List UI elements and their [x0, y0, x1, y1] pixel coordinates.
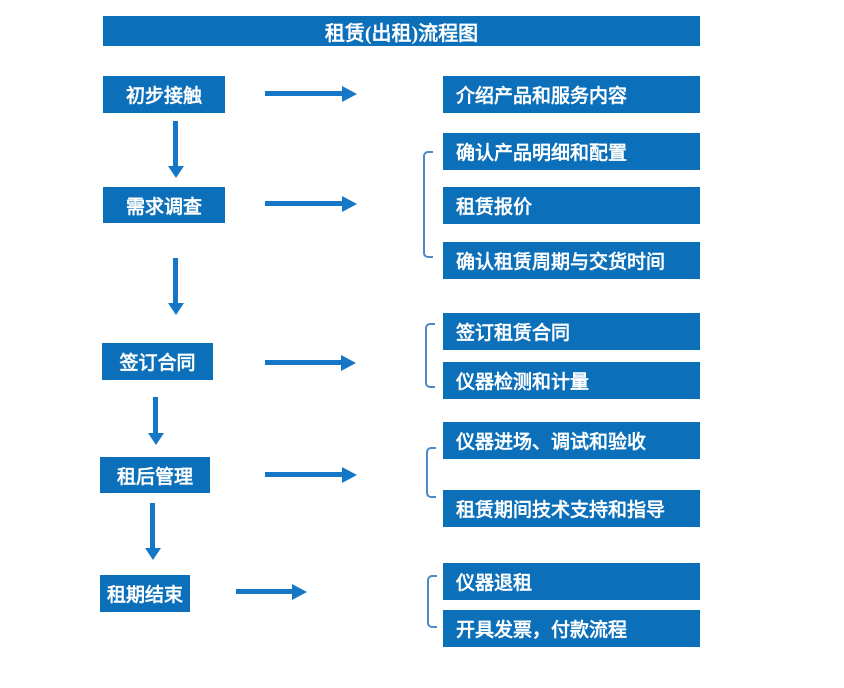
right-arrow-step2-icon: [265, 195, 357, 212]
group-bracket-step5-icon: [427, 575, 437, 628]
right-arrow-step1-icon: [265, 85, 357, 102]
step-box-rental-end: 租期结束: [100, 575, 190, 612]
detail-box-instrument-testing: 仪器检测和计量: [443, 362, 700, 399]
right-arrow-step3-icon: [265, 354, 356, 371]
detail-box-instrument-setup-acceptance: 仪器进场、调试和验收: [443, 422, 700, 459]
detail-box-confirm-period-delivery: 确认租赁周期与交货时间: [443, 242, 700, 279]
flowchart-title-bar: 租赁(出租)流程图: [103, 16, 700, 46]
step-box-initial-contact: 初步接触: [103, 76, 225, 113]
detail-box-invoice-payment: 开具发票，付款流程: [443, 610, 700, 647]
detail-box-rental-quotation: 租赁报价: [443, 187, 700, 224]
flowchart-title: 租赁(出租)流程图: [324, 22, 479, 45]
group-bracket-step3-icon: [425, 323, 435, 388]
step-box-post-rental-management: 租后管理: [100, 457, 210, 493]
detail-box-instrument-return: 仪器退租: [443, 563, 700, 600]
detail-box-technical-support: 租赁期间技术支持和指导: [443, 490, 700, 527]
detail-box-sign-rental-contract: 签订租赁合同: [443, 313, 700, 350]
right-arrow-step5-icon: [236, 583, 307, 600]
step-box-demand-survey: 需求调查: [103, 187, 225, 223]
group-bracket-step2-icon: [423, 151, 433, 258]
detail-box-confirm-product-config: 确认产品明细和配置: [443, 133, 700, 170]
detail-box-introduce-products: 介绍产品和服务内容: [443, 76, 700, 113]
down-arrow-1-icon: [167, 121, 184, 178]
right-arrow-step4-icon: [265, 466, 357, 483]
group-bracket-step4-icon: [426, 447, 436, 498]
down-arrow-2-icon: [167, 258, 184, 315]
step-box-sign-contract: 签订合同: [102, 343, 213, 380]
down-arrow-4-icon: [144, 503, 161, 560]
down-arrow-3-icon: [147, 397, 164, 445]
